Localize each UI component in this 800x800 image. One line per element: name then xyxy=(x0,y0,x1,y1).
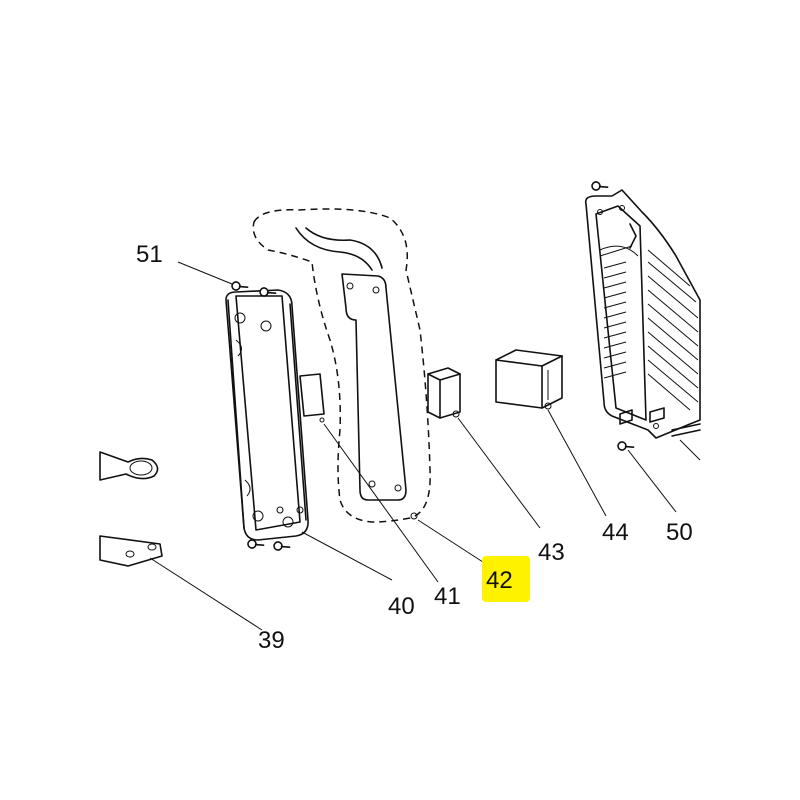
part-44-transformer xyxy=(495,349,563,410)
part-42-circuit-board xyxy=(252,208,431,523)
leader-lines xyxy=(149,261,701,631)
part-50-rear-housing xyxy=(584,189,701,439)
label-44: 44 xyxy=(602,519,629,546)
part-51-screws xyxy=(231,281,277,297)
part-39-bracket xyxy=(99,451,163,567)
label-42: 42 xyxy=(486,567,513,594)
part-50-vent-slots xyxy=(603,249,699,411)
part-43-component-block xyxy=(427,367,461,419)
highlight-box-42 xyxy=(482,556,530,602)
label-41: 41 xyxy=(434,583,461,610)
label-51: 51 xyxy=(136,241,163,268)
part-41-insulator xyxy=(299,373,325,423)
part-40-cover-plate xyxy=(225,289,309,541)
part-40-screws xyxy=(247,539,291,551)
label-50: 50 xyxy=(666,519,693,546)
label-40: 40 xyxy=(388,593,415,620)
label-39: 39 xyxy=(258,627,285,654)
part-50-screws xyxy=(591,181,635,451)
label-43: 43 xyxy=(538,539,565,566)
